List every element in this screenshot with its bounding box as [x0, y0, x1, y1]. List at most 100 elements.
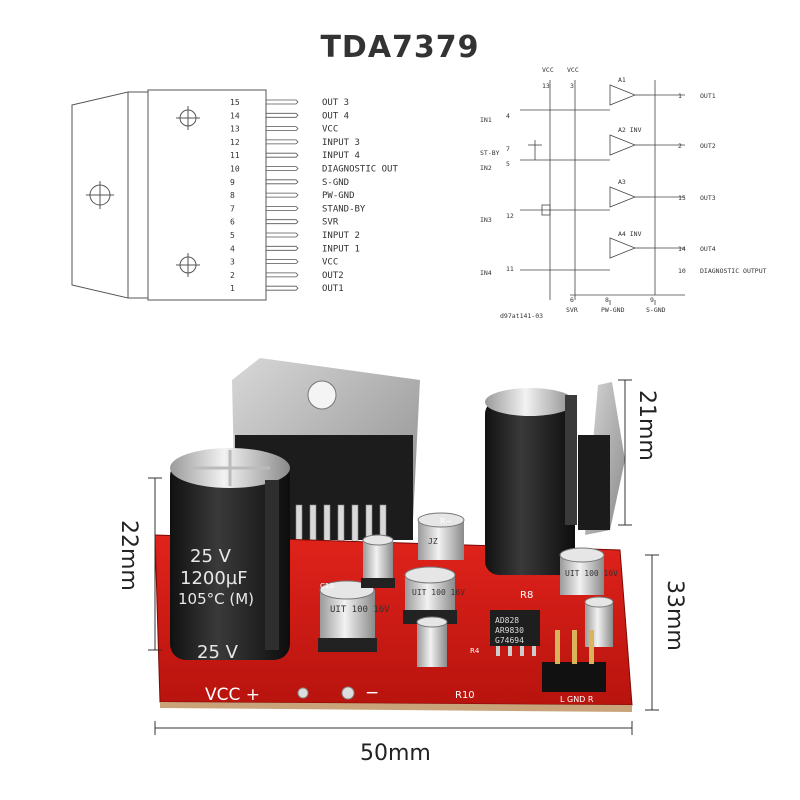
tall-capacitor — [485, 388, 577, 575]
pin-number: 11 — [230, 151, 240, 160]
small-cap-2-label: UIT 100 16V — [412, 588, 465, 597]
silk-r10: R10 — [455, 690, 475, 701]
sch-output-label: OUT3 — [700, 194, 716, 202]
header-pins — [542, 630, 606, 692]
pin-number: 8 — [230, 191, 235, 200]
dim-width: 50mm — [360, 741, 431, 766]
sch-bottom-label: SVR — [566, 306, 578, 314]
sch-pin: 1 — [678, 92, 682, 100]
dim-board-height: 33mm — [662, 580, 687, 651]
sch-output-label: OUT1 — [700, 92, 716, 100]
sch-pin: 8 — [605, 296, 609, 304]
small-cap-2: UIT 100 16V — [403, 566, 465, 624]
pin-label: S-GND — [322, 178, 349, 188]
package-outline — [71, 89, 267, 301]
sch-input-label: ST-BY — [480, 149, 500, 157]
pin-number: 15 — [230, 98, 240, 107]
pin-lead — [266, 272, 299, 278]
pin-number: 10 — [230, 165, 240, 174]
sch-vcc-label: VCC — [567, 66, 579, 74]
sch-output-label: OUT4 — [700, 245, 716, 253]
pin-label: INPUT 4 — [322, 151, 360, 161]
pin-label: INPUT 3 — [322, 138, 360, 148]
pin-label: STAND-BY — [322, 204, 366, 214]
pin-number: 2 — [230, 271, 235, 280]
pin-number: 1 — [230, 284, 235, 293]
pin-number: 7 — [230, 204, 235, 213]
pin-label: PW-GND — [322, 191, 355, 201]
big-capacitor: 25 V 1200µF 105°C (M) 25 V — [170, 448, 290, 663]
pin-label: OUT2 — [322, 271, 344, 281]
opamp-chip: AD828 AR9830 G74694 — [490, 610, 540, 656]
sch-output-label: DIAGNOSTIC OUTPUT — [700, 267, 767, 275]
sch-pin: 12 — [506, 212, 514, 220]
mount-hole — [341, 686, 355, 700]
big-cap-voltage: 25 V — [190, 546, 232, 567]
pin-row: 11 INPUT 4 — [230, 151, 360, 161]
pin-lead — [266, 285, 299, 291]
sch-pin: 10 — [678, 267, 686, 275]
small-cap-4-label: UIT 100 16V — [565, 569, 618, 578]
pin-row: 2 OUT2 — [230, 271, 344, 281]
silk-r-minus: R− — [440, 517, 452, 526]
chip-line-2: AR9830 — [495, 626, 524, 635]
big-cap-voltage-bottom: 25 V — [197, 642, 239, 663]
pin-label: OUT1 — [322, 284, 344, 294]
regulator — [578, 382, 625, 535]
dimension-lines — [148, 379, 659, 735]
pin-lead — [266, 139, 299, 145]
silk-lgr: L GND R — [560, 695, 594, 704]
sch-amp-label: A2 INV — [618, 126, 642, 134]
sch-pin: 13 — [542, 82, 550, 90]
sch-pin: 15 — [678, 194, 686, 202]
pin-row: 7 STAND-BY — [230, 204, 366, 214]
chip-line-3: G74694 — [495, 636, 524, 645]
small-cap-3: JZ — [417, 512, 465, 560]
sch-pin: 9 — [650, 296, 654, 304]
pin-label: INPUT 2 — [322, 231, 360, 241]
pin-lead — [266, 179, 299, 185]
big-cap-temp: 105°C (M) — [178, 590, 254, 608]
sch-pin: 7 — [506, 145, 510, 153]
silk-minus: − — [365, 683, 379, 703]
sch-input-label: IN1 — [480, 116, 492, 124]
small-cap-3-label: JZ — [428, 537, 438, 546]
big-cap-capacitance: 1200µF — [180, 568, 248, 589]
pin-lead — [266, 259, 299, 264]
vcc-pad — [297, 687, 309, 699]
pin-lead — [266, 99, 299, 105]
tiny-cap-2 — [416, 616, 448, 667]
small-cap-4: UIT 100 16V — [559, 547, 618, 595]
pin-label: VCC — [322, 125, 338, 135]
pin-lead — [266, 112, 299, 118]
small-cap-1: UIT 100 16V — [318, 580, 390, 652]
small-cap-1-label: UIT 100 16V — [330, 605, 390, 615]
pin-number: 3 — [230, 258, 235, 267]
pin-lead — [266, 206, 299, 211]
sch-bottom-label: PW-GND — [601, 306, 625, 314]
sch-pin: 5 — [506, 160, 510, 168]
silk-r8: R8 — [520, 590, 533, 601]
pin-row: 1 OUT1 — [230, 284, 344, 294]
sch-bottom-label: S-GND — [646, 306, 666, 314]
sch-pin: 3 — [570, 82, 574, 90]
pin-number: 5 — [230, 231, 235, 240]
sch-pin: 11 — [506, 265, 514, 273]
sch-amp-label: A1 — [618, 76, 626, 84]
pin-number: 6 — [230, 218, 235, 227]
pin-lead — [266, 126, 299, 131]
pin-number: 9 — [230, 178, 235, 187]
sch-input-label: IN3 — [480, 216, 492, 224]
sch-amp-label: A4 INV — [618, 230, 642, 238]
sch-input-label: IN4 — [480, 269, 492, 277]
small-capacitors: UIT 100 16V UIT 100 16V JZ UIT 100 16V — [318, 512, 618, 667]
